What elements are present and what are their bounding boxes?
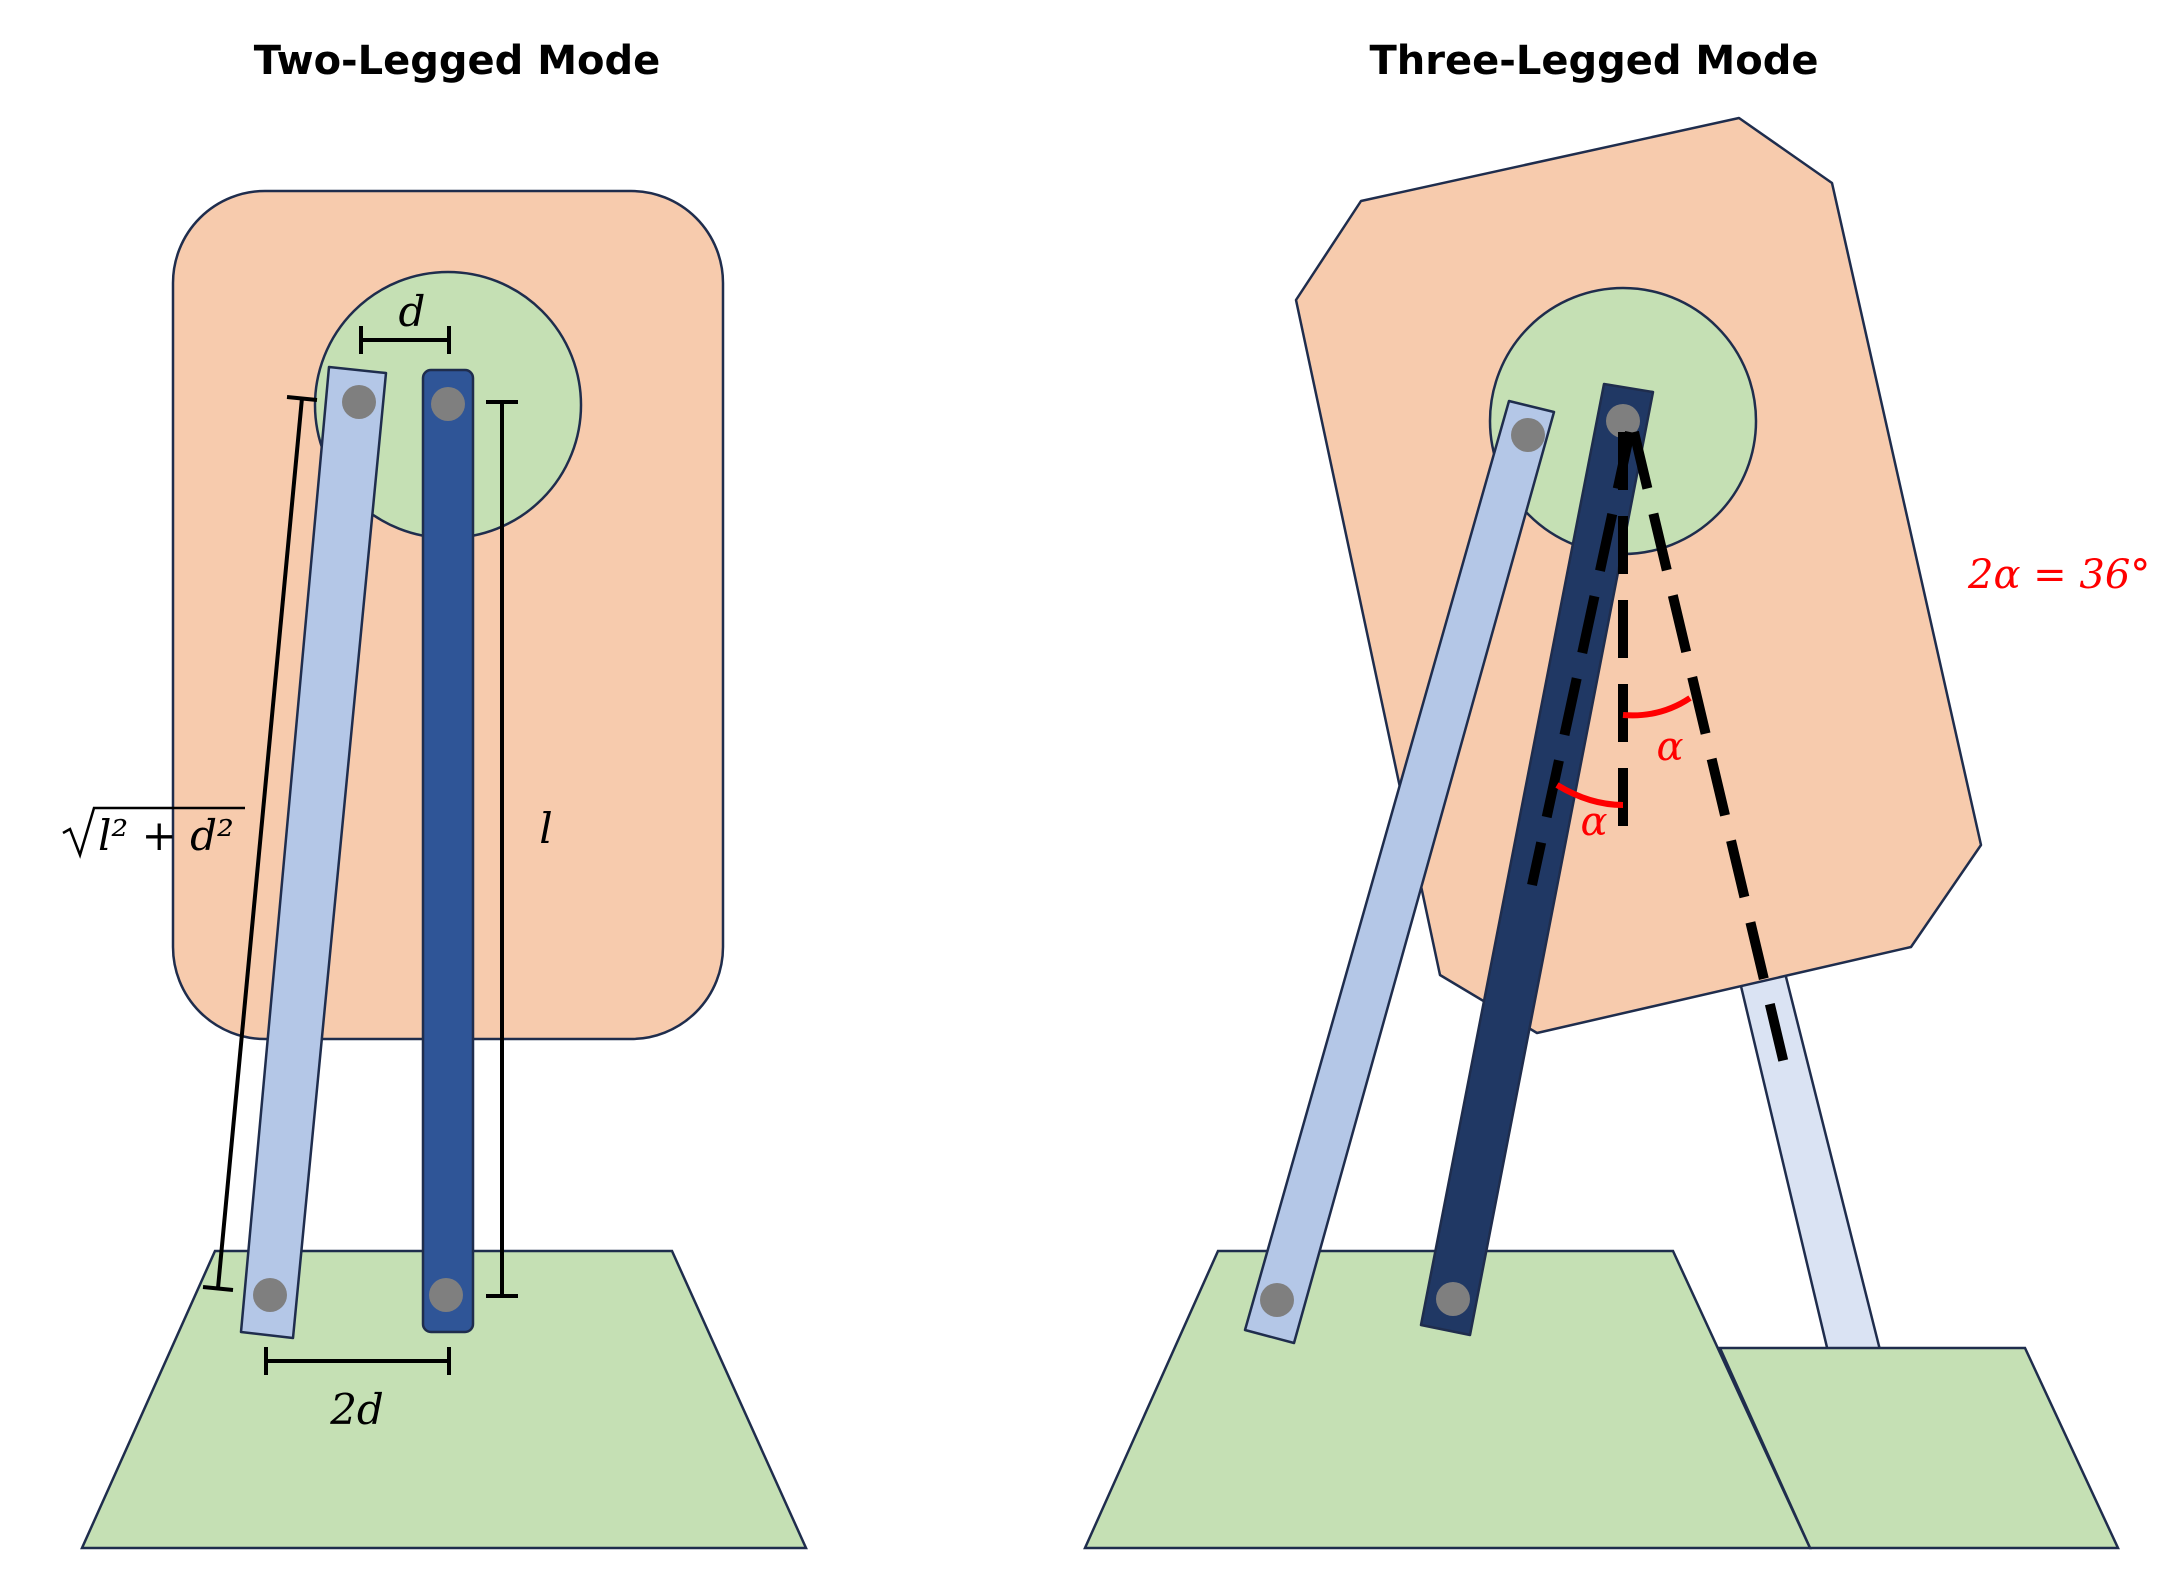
angle-arc-lower — [1555, 782, 1624, 808]
dashed-line-left — [1527, 430, 1635, 887]
joint-bottom-light-left — [253, 1278, 287, 1312]
joint-bottom-dark-left — [429, 1278, 463, 1312]
joint-bottom-dark-right — [1436, 1282, 1470, 1316]
label-diagonal-text: l² + d² — [98, 811, 234, 860]
label-angle-equation: 2α = 36° — [1967, 552, 2150, 598]
body-right — [1294, 116, 1983, 1035]
label-2d: 2d — [329, 1385, 384, 1434]
three-legged-mode-panel: Three-Legged Mode α α 2α = 36° — [1083, 38, 2150, 1550]
leg-dark-left — [421, 368, 475, 1334]
joint-bottom-light-right — [1260, 1283, 1294, 1317]
label-d: d — [399, 287, 426, 336]
dimension-2d — [264, 1347, 451, 1375]
dimension-l — [486, 400, 518, 1298]
dimension-diagonal — [202, 395, 318, 1292]
joint-top-dark-right — [1606, 404, 1640, 438]
title-two-legged: Two-Legged Mode — [254, 38, 661, 84]
leg-light-left — [239, 365, 388, 1340]
joint-top-light-right — [1511, 418, 1545, 452]
label-alpha-lower: α — [1580, 799, 1607, 845]
dashed-line-right — [1629, 430, 1790, 1070]
label-l: l — [539, 804, 552, 853]
label-alpha-upper: α — [1656, 724, 1683, 770]
title-three-legged: Three-Legged Mode — [1370, 38, 1819, 84]
two-legged-mode-panel: Two-Legged Mode d l — [62, 38, 808, 1550]
joint-top-light-left — [342, 385, 376, 419]
radical-sign — [62, 806, 245, 859]
leg-pale-right — [1738, 971, 1882, 1362]
joint-top-dark-left — [431, 387, 465, 421]
dashed-lines — [1527, 430, 1790, 1070]
leg-light-right — [1243, 399, 1556, 1345]
dimension-d — [359, 326, 451, 354]
angle-arc-upper — [1622, 695, 1692, 719]
label-diagonal: l² + d² — [62, 806, 245, 860]
